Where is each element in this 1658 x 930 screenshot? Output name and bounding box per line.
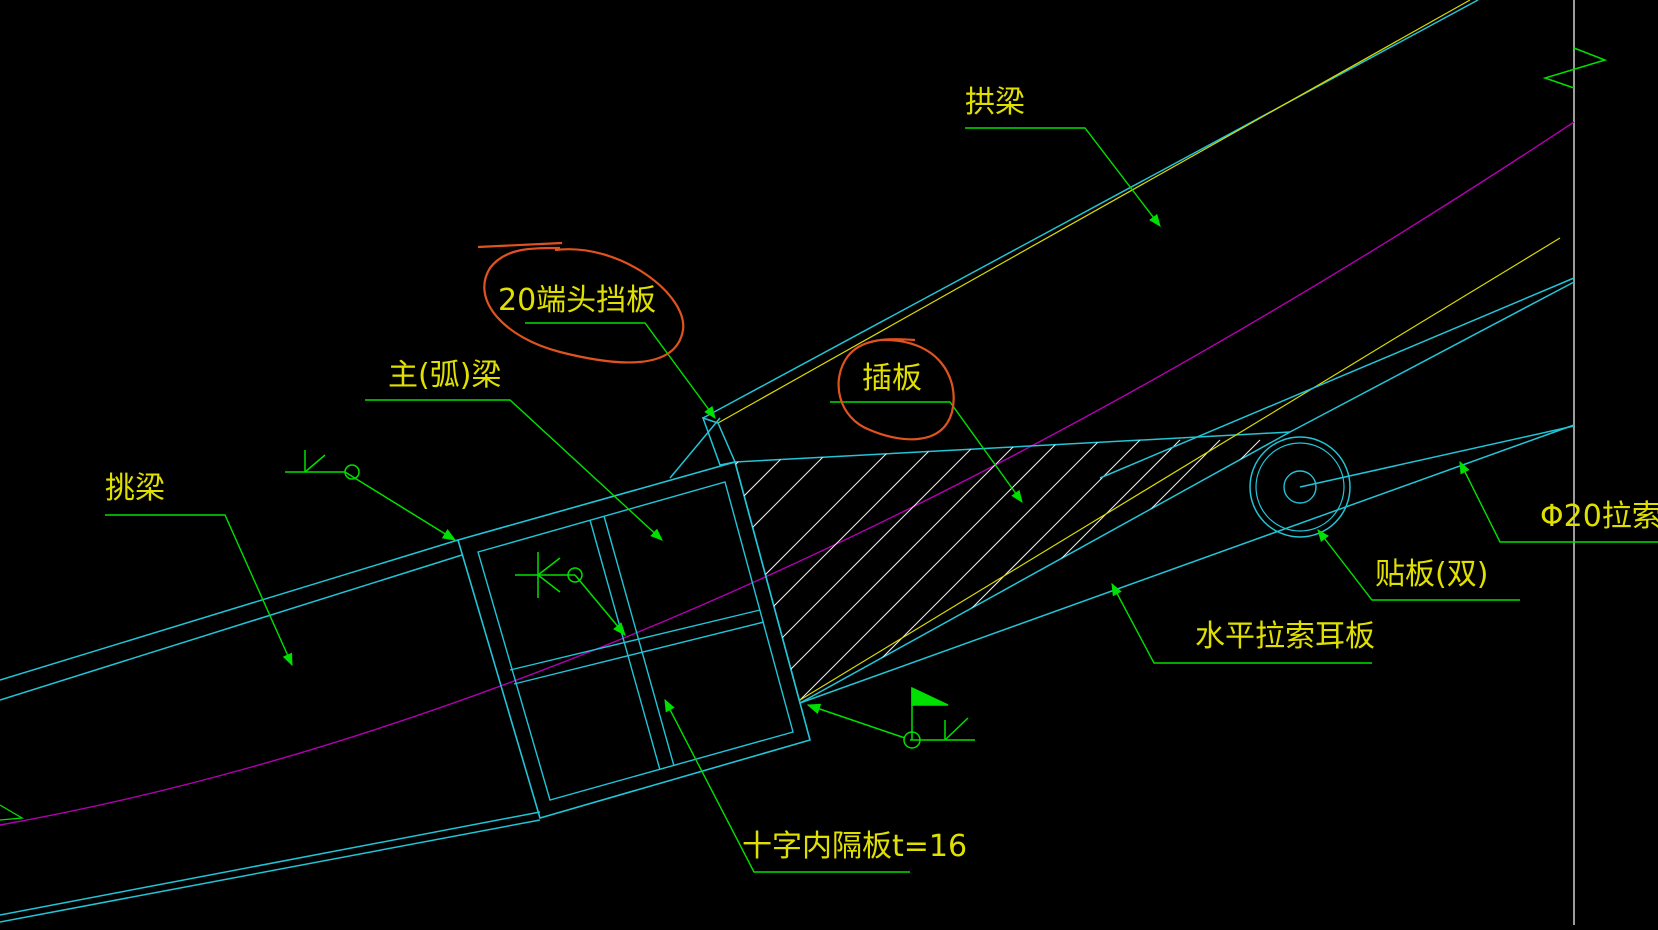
- outrigger-beam: [0, 539, 541, 923]
- end-plate-20: [701, 416, 737, 466]
- leader-arch-beam: [965, 127, 1161, 228]
- leader-cable: [1459, 460, 1658, 543]
- leader-insert-plate: [830, 401, 1023, 504]
- label-ear-plate: 水平拉索耳板: [1195, 619, 1375, 654]
- label-diaphragm: 十字内隔板t=16: [742, 829, 967, 864]
- leader-doubler: [1317, 529, 1520, 601]
- label-outrigger-beam: 挑梁: [105, 471, 165, 506]
- weld-symbol-flag: [806, 686, 975, 749]
- weld-symbol-center: [515, 552, 626, 637]
- leader-lines: [105, 127, 1658, 873]
- cable-pin: [1249, 425, 1575, 538]
- leader-diaphragm: [664, 698, 910, 873]
- label-cable: Φ20拉索: [1540, 499, 1658, 534]
- label-end-plate: 20端头挡板: [498, 283, 656, 318]
- cable-ear-plate: [799, 277, 1575, 704]
- label-arch-beam: 拱梁: [965, 85, 1025, 120]
- highlight-circle-insert-plate: [837, 338, 955, 441]
- leader-ear-plate: [1111, 582, 1372, 664]
- weld-symbol-left: [285, 450, 457, 541]
- highlight-circle-end-plate: [483, 246, 685, 364]
- leader-end-plate: [525, 322, 716, 420]
- centerline-arc: [0, 121, 1575, 826]
- label-insert-plate: 插板: [862, 361, 922, 396]
- highlight-annotations: [477, 241, 955, 441]
- yellow-reference-line: [799, 237, 1561, 701]
- leader-outrigger: [105, 514, 293, 667]
- main-arc-beam-box: [457, 461, 811, 819]
- label-main-arc-beam: 主(弧)梁: [388, 358, 501, 393]
- break-symbol: [1542, 47, 1608, 89]
- arch-beam: [669, 0, 1479, 479]
- leader-main-beam: [365, 399, 663, 541]
- label-doubler-plate: 贴板(双): [1375, 557, 1488, 592]
